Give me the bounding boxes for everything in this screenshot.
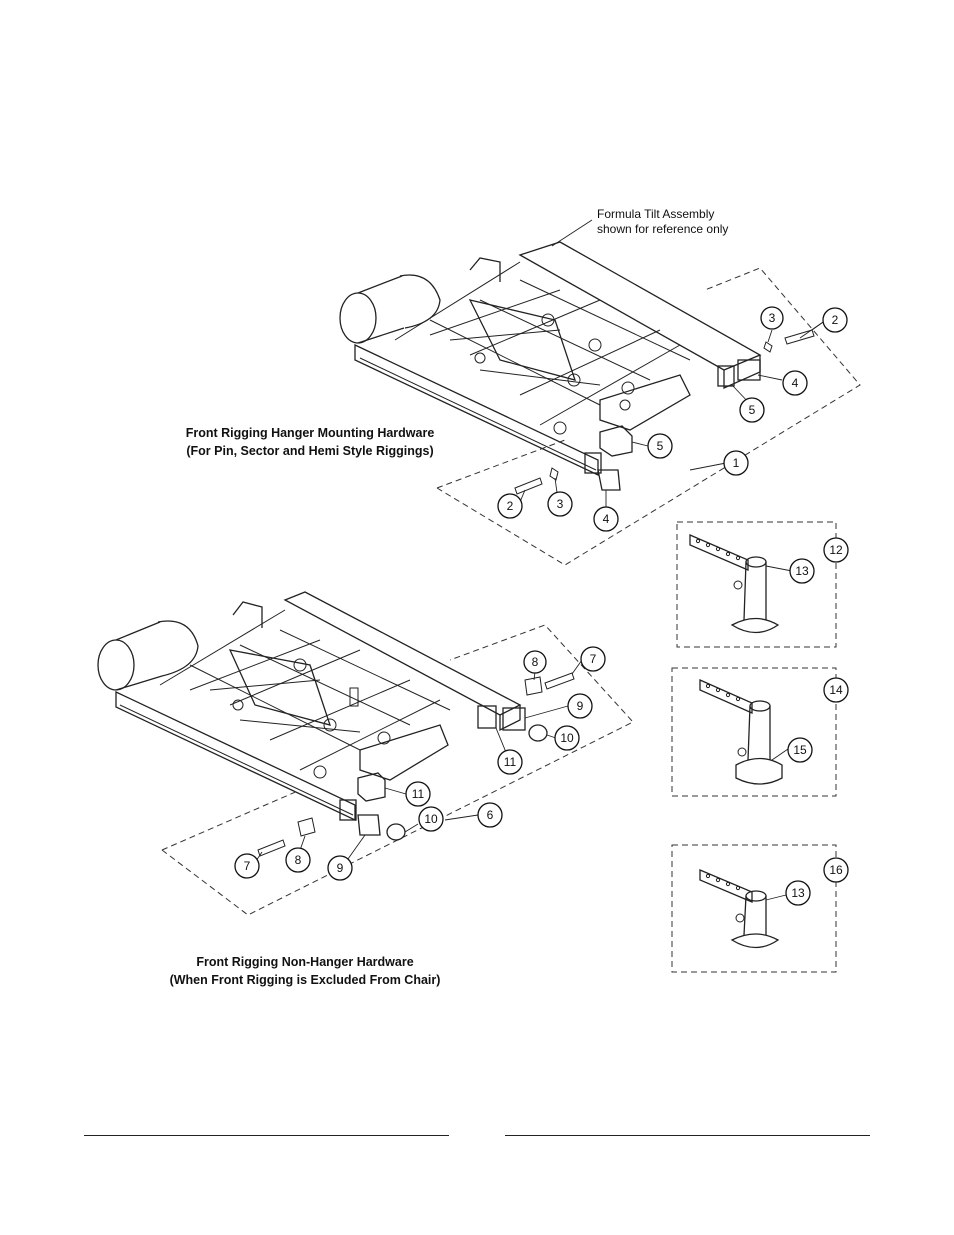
- callout-2-top-right: 2: [822, 307, 848, 333]
- reference-note: Formula Tilt Assembly shown for referenc…: [597, 207, 728, 237]
- top-leaders: [519, 219, 827, 514]
- callout-8-bottom-right: 8: [523, 650, 547, 674]
- box-14: [671, 667, 837, 797]
- callout-12: 12: [823, 537, 849, 563]
- reference-note-line2: shown for reference only: [597, 222, 729, 236]
- svg-text:1: 1: [733, 456, 740, 470]
- callout-7-bottom-right: 7: [580, 646, 606, 672]
- svg-text:4: 4: [603, 512, 610, 526]
- callout-4-top-right: 4: [782, 370, 808, 396]
- top-tilt-assembly: [339, 241, 762, 477]
- callout-3-top-right: 3: [760, 306, 784, 330]
- callout-10-bottom-right: 10: [554, 725, 580, 751]
- callout-9-bottom-right: 9: [567, 693, 593, 719]
- callout-5-top-front: 5: [647, 433, 673, 459]
- callout-5-top-right: 5: [739, 397, 765, 423]
- bottom-hardware-parts: [257, 672, 575, 857]
- bottom-tilt-assembly: [97, 591, 526, 822]
- footer-rule-left: [84, 1135, 449, 1136]
- svg-text:8: 8: [532, 655, 539, 669]
- svg-text:3: 3: [557, 497, 564, 511]
- svg-text:2: 2: [507, 499, 514, 513]
- callout-11-bottom-right: 11: [497, 749, 523, 775]
- svg-text:9: 9: [577, 699, 584, 713]
- svg-text:7: 7: [244, 859, 251, 873]
- svg-text:10: 10: [424, 812, 438, 826]
- callout-3-top-front: 3: [547, 491, 573, 517]
- callout-11-bottom-front: 11: [405, 781, 431, 807]
- callout-1: 1: [723, 450, 749, 476]
- callout-13-box16: 13: [785, 880, 811, 906]
- svg-text:11: 11: [412, 787, 425, 801]
- svg-text:3: 3: [769, 311, 776, 325]
- callout-10-bottom-front: 10: [418, 806, 444, 832]
- callout-15: 15: [787, 737, 813, 763]
- callout-9-bottom-front: 9: [327, 855, 353, 881]
- svg-text:5: 5: [749, 403, 756, 417]
- box-12: [676, 521, 837, 648]
- svg-text:11: 11: [504, 755, 517, 769]
- svg-text:16: 16: [829, 863, 843, 877]
- callout-2-top-front: 2: [497, 493, 523, 519]
- svg-text:13: 13: [795, 564, 809, 578]
- svg-text:6: 6: [487, 808, 494, 822]
- callout-8-bottom-front: 8: [285, 847, 311, 873]
- callout-16: 16: [823, 857, 849, 883]
- hanger-caption: Front Rigging Hanger Mounting Hardware (…: [140, 424, 480, 460]
- callout-13-box12: 13: [789, 558, 815, 584]
- svg-text:8: 8: [295, 853, 302, 867]
- hanger-hardware-boundary: [436, 267, 861, 566]
- callout-4-top-front: 4: [593, 506, 619, 532]
- svg-text:12: 12: [829, 543, 843, 557]
- non-hanger-hardware-boundary: [161, 624, 634, 916]
- reference-note-line1: Formula Tilt Assembly: [597, 207, 715, 221]
- svg-text:10: 10: [560, 731, 574, 745]
- svg-text:2: 2: [832, 313, 839, 327]
- footer-rule-right: [505, 1135, 870, 1136]
- svg-text:7: 7: [590, 652, 597, 666]
- non-hanger-caption-line1: Front Rigging Non-Hanger Hardware: [196, 955, 414, 969]
- callout-6: 6: [477, 802, 503, 828]
- top-hardware-parts: [514, 329, 815, 495]
- hanger-caption-line1: Front Rigging Hanger Mounting Hardware: [185, 426, 435, 440]
- callout-14: 14: [823, 677, 849, 703]
- non-hanger-caption-line2: (When Front Rigging is Excluded From Cha…: [169, 973, 441, 987]
- box-16: [671, 844, 837, 973]
- svg-text:14: 14: [829, 683, 843, 697]
- callout-7-bottom-front: 7: [234, 853, 260, 879]
- svg-text:4: 4: [792, 376, 799, 390]
- svg-text:13: 13: [791, 886, 805, 900]
- svg-text:9: 9: [337, 861, 344, 875]
- non-hanger-caption: Front Rigging Non-Hanger Hardware (When …: [130, 953, 480, 989]
- svg-text:5: 5: [657, 439, 664, 453]
- svg-text:15: 15: [793, 743, 807, 757]
- hanger-caption-line2: (For Pin, Sector and Hemi Style Riggings…: [186, 444, 434, 458]
